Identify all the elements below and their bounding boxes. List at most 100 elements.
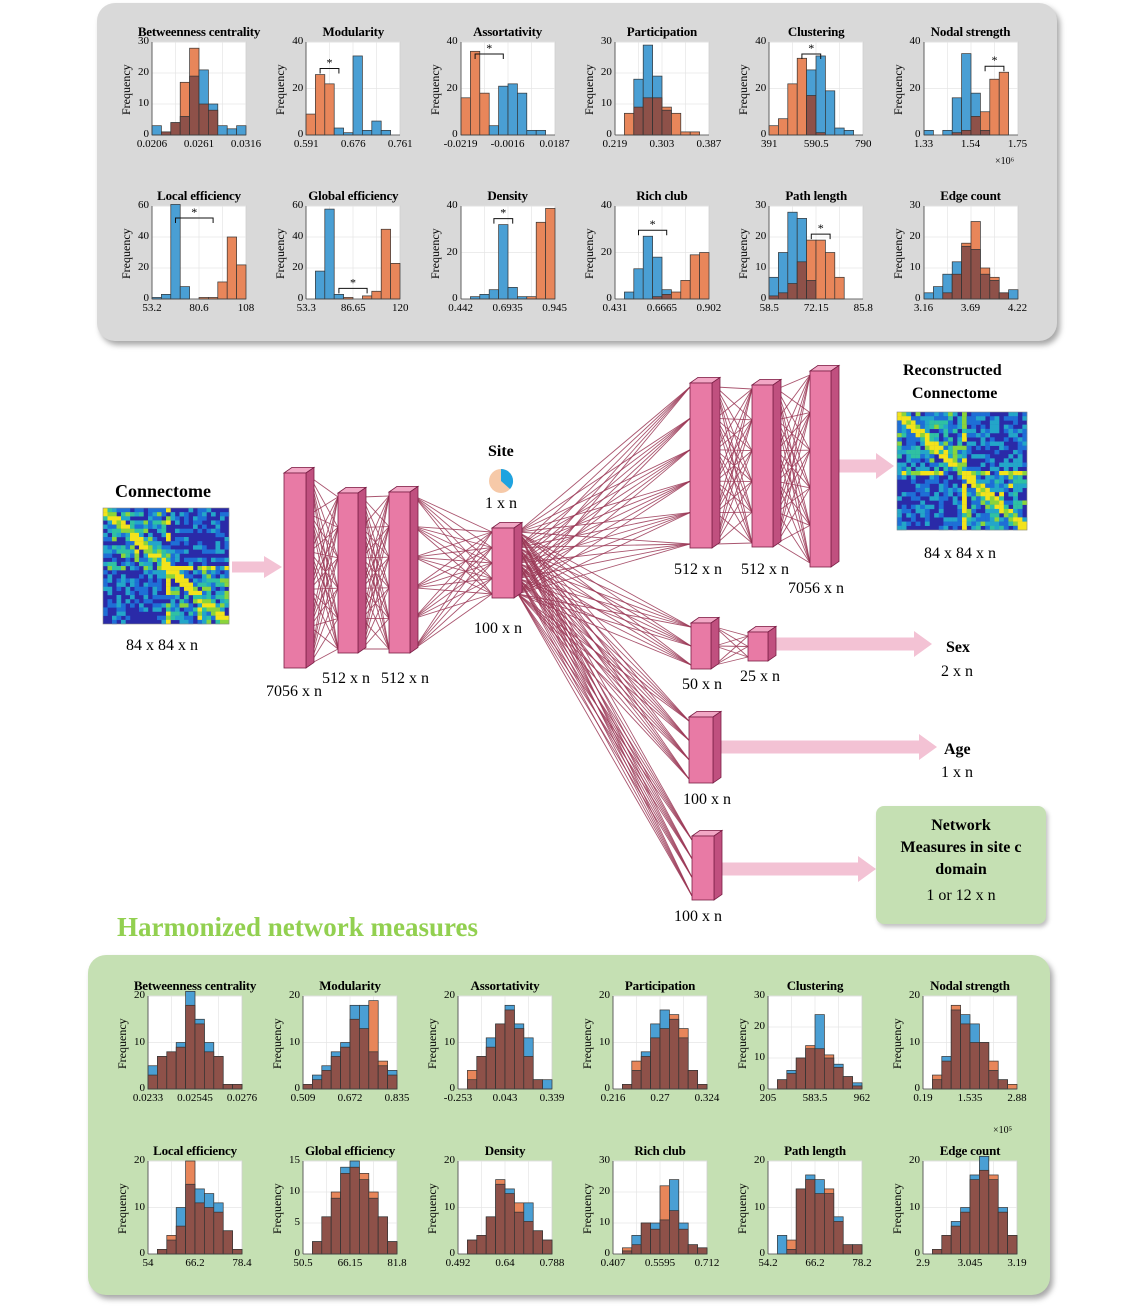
x-tick-label: 0.19 <box>913 1092 933 1104</box>
recon-dims: 84 x 84 x n <box>924 545 996 562</box>
histogram-title: Rich club <box>636 188 688 203</box>
x-tick-label: 0.387 <box>696 138 722 150</box>
y-axis-label: Frequency <box>580 1182 594 1234</box>
y-axis-label: Frequency <box>890 1182 904 1234</box>
x-tick-label: 0.761 <box>387 138 413 150</box>
histogram-overlap-bar <box>786 1248 797 1255</box>
y-tick-label: 40 <box>446 199 458 211</box>
y-tick-label: 20 <box>909 230 921 242</box>
histogram-title: Rich club <box>634 1143 686 1158</box>
histogram-plot: * <box>768 41 864 136</box>
y-tick-label: 0 <box>452 128 458 140</box>
histogram-plot <box>922 995 1018 1090</box>
y-tick-label: 40 <box>755 35 767 47</box>
histogram-overlap-bar <box>232 1248 243 1255</box>
y-tick-label: 30 <box>600 35 612 47</box>
histogram-overlap-bar <box>222 1230 233 1255</box>
x-tick-label: 590.5 <box>803 138 829 150</box>
y-tick-label: 40 <box>600 199 612 211</box>
histogram-title: Nodal strength <box>930 24 1011 39</box>
histogram-overlap-bar <box>504 1009 515 1090</box>
site-pie-icon <box>489 468 514 493</box>
y-tick-label: 20 <box>599 1185 610 1197</box>
reconstructed-connectome-matrix <box>896 411 1028 531</box>
y-tick-label: 10 <box>755 261 767 273</box>
histogram-overlap-bar <box>532 1079 543 1090</box>
histogram-title: Assortativity <box>473 24 543 39</box>
histogram-overlap-bar <box>185 1004 196 1090</box>
histogram-plot <box>923 205 1018 300</box>
y-tick-label: 20 <box>754 1020 765 1032</box>
histogram-overlap-bar <box>631 1244 642 1255</box>
histogram-title: Global efficiency <box>308 188 399 203</box>
histogram-overlap-bar <box>514 1211 525 1255</box>
encoder-layer-3 <box>387 485 420 654</box>
histogram-plot <box>767 1160 863 1255</box>
x-tick-label: 790 <box>854 138 872 150</box>
x-tick-label: 0.324 <box>694 1092 720 1104</box>
y-tick-label: 20 <box>754 1154 765 1166</box>
significance-bracket <box>984 65 1004 72</box>
y-tick-label: 20 <box>134 989 145 1001</box>
histogram-overlap-bar <box>302 1083 313 1090</box>
histogram-plot: * <box>768 205 864 300</box>
histogram-overlap-bar <box>950 1225 961 1255</box>
x-tick-label: 391 <box>760 138 778 150</box>
x-tick-label: 81.8 <box>387 1257 407 1269</box>
histogram-overlap-bar <box>213 1211 224 1255</box>
histogram-plot <box>147 1160 243 1255</box>
net-box-line3: domain <box>935 861 987 878</box>
histogram-plot <box>612 995 708 1090</box>
y-axis-label: Frequency <box>735 1182 749 1234</box>
x-tick-label: -0.0016 <box>490 138 525 150</box>
histogram-overlap-bar <box>842 1076 853 1090</box>
top-scale-note: ×10⁶ <box>995 156 1015 167</box>
histogram-title: Global efficiency <box>304 1143 396 1158</box>
x-tick-label: 1.75 <box>1007 138 1028 150</box>
y-tick-label: 10 <box>909 1035 920 1048</box>
net-box-line2: Measures in site c <box>900 839 1022 856</box>
histogram-overlap-bar <box>523 1056 534 1090</box>
y-tick-label: 40 <box>138 230 149 242</box>
histogram-overlap-bar <box>321 1070 332 1090</box>
histogram-overlap-bar <box>824 1193 835 1255</box>
histogram-overlap-bar <box>941 1060 952 1090</box>
y-tick-label: 20 <box>138 261 149 273</box>
x-tick-label: 78.4 <box>232 1257 252 1269</box>
histogram-overlap-bar <box>833 1221 844 1255</box>
histogram-overlap-bar <box>852 1085 863 1090</box>
latent-layer <box>490 521 524 599</box>
histogram-overlap-bar <box>185 1183 196 1255</box>
y-tick-label: 30 <box>138 35 149 47</box>
histogram-overlap-bar <box>814 1193 825 1255</box>
y-tick-label: 10 <box>909 261 921 273</box>
x-tick-label: 0.676 <box>340 138 366 150</box>
x-tick-label: 0.043 <box>492 1092 518 1104</box>
decoder-layer-2 <box>750 378 783 548</box>
significance-star: * <box>649 217 655 231</box>
y-tick-label: 10 <box>134 1200 145 1213</box>
x-tick-label: 962 <box>853 1092 871 1104</box>
net-box-dims: 1 or 12 x n <box>926 887 996 904</box>
recon-title-line2: Connectome <box>912 385 998 402</box>
histogram-overlap-bar <box>485 1046 496 1090</box>
y-tick-label: 0 <box>297 292 304 304</box>
y-tick-label: 0 <box>297 128 304 140</box>
decoder-layer-3 <box>808 364 841 568</box>
histogram-overlap-bar <box>997 1079 1008 1090</box>
histogram-overlap-bar <box>988 1070 999 1090</box>
significance-bracket <box>637 229 668 236</box>
x-tick-label: 1.54 <box>960 138 981 150</box>
histogram-title: Path length <box>785 188 848 203</box>
network-layer <box>690 829 724 901</box>
histogram-overlap-bar <box>387 1241 398 1255</box>
histogram-overlap-bar <box>824 1057 835 1090</box>
input-connectome-matrix <box>102 507 230 625</box>
histogram-overlap-bar <box>532 1230 543 1255</box>
histogram-plot <box>302 1160 398 1255</box>
y-tick-label: 40 <box>292 230 304 242</box>
y-axis-label: Frequency <box>425 1017 439 1069</box>
y-tick-label: 0 <box>760 128 767 140</box>
y-tick-label: 0 <box>760 292 767 304</box>
